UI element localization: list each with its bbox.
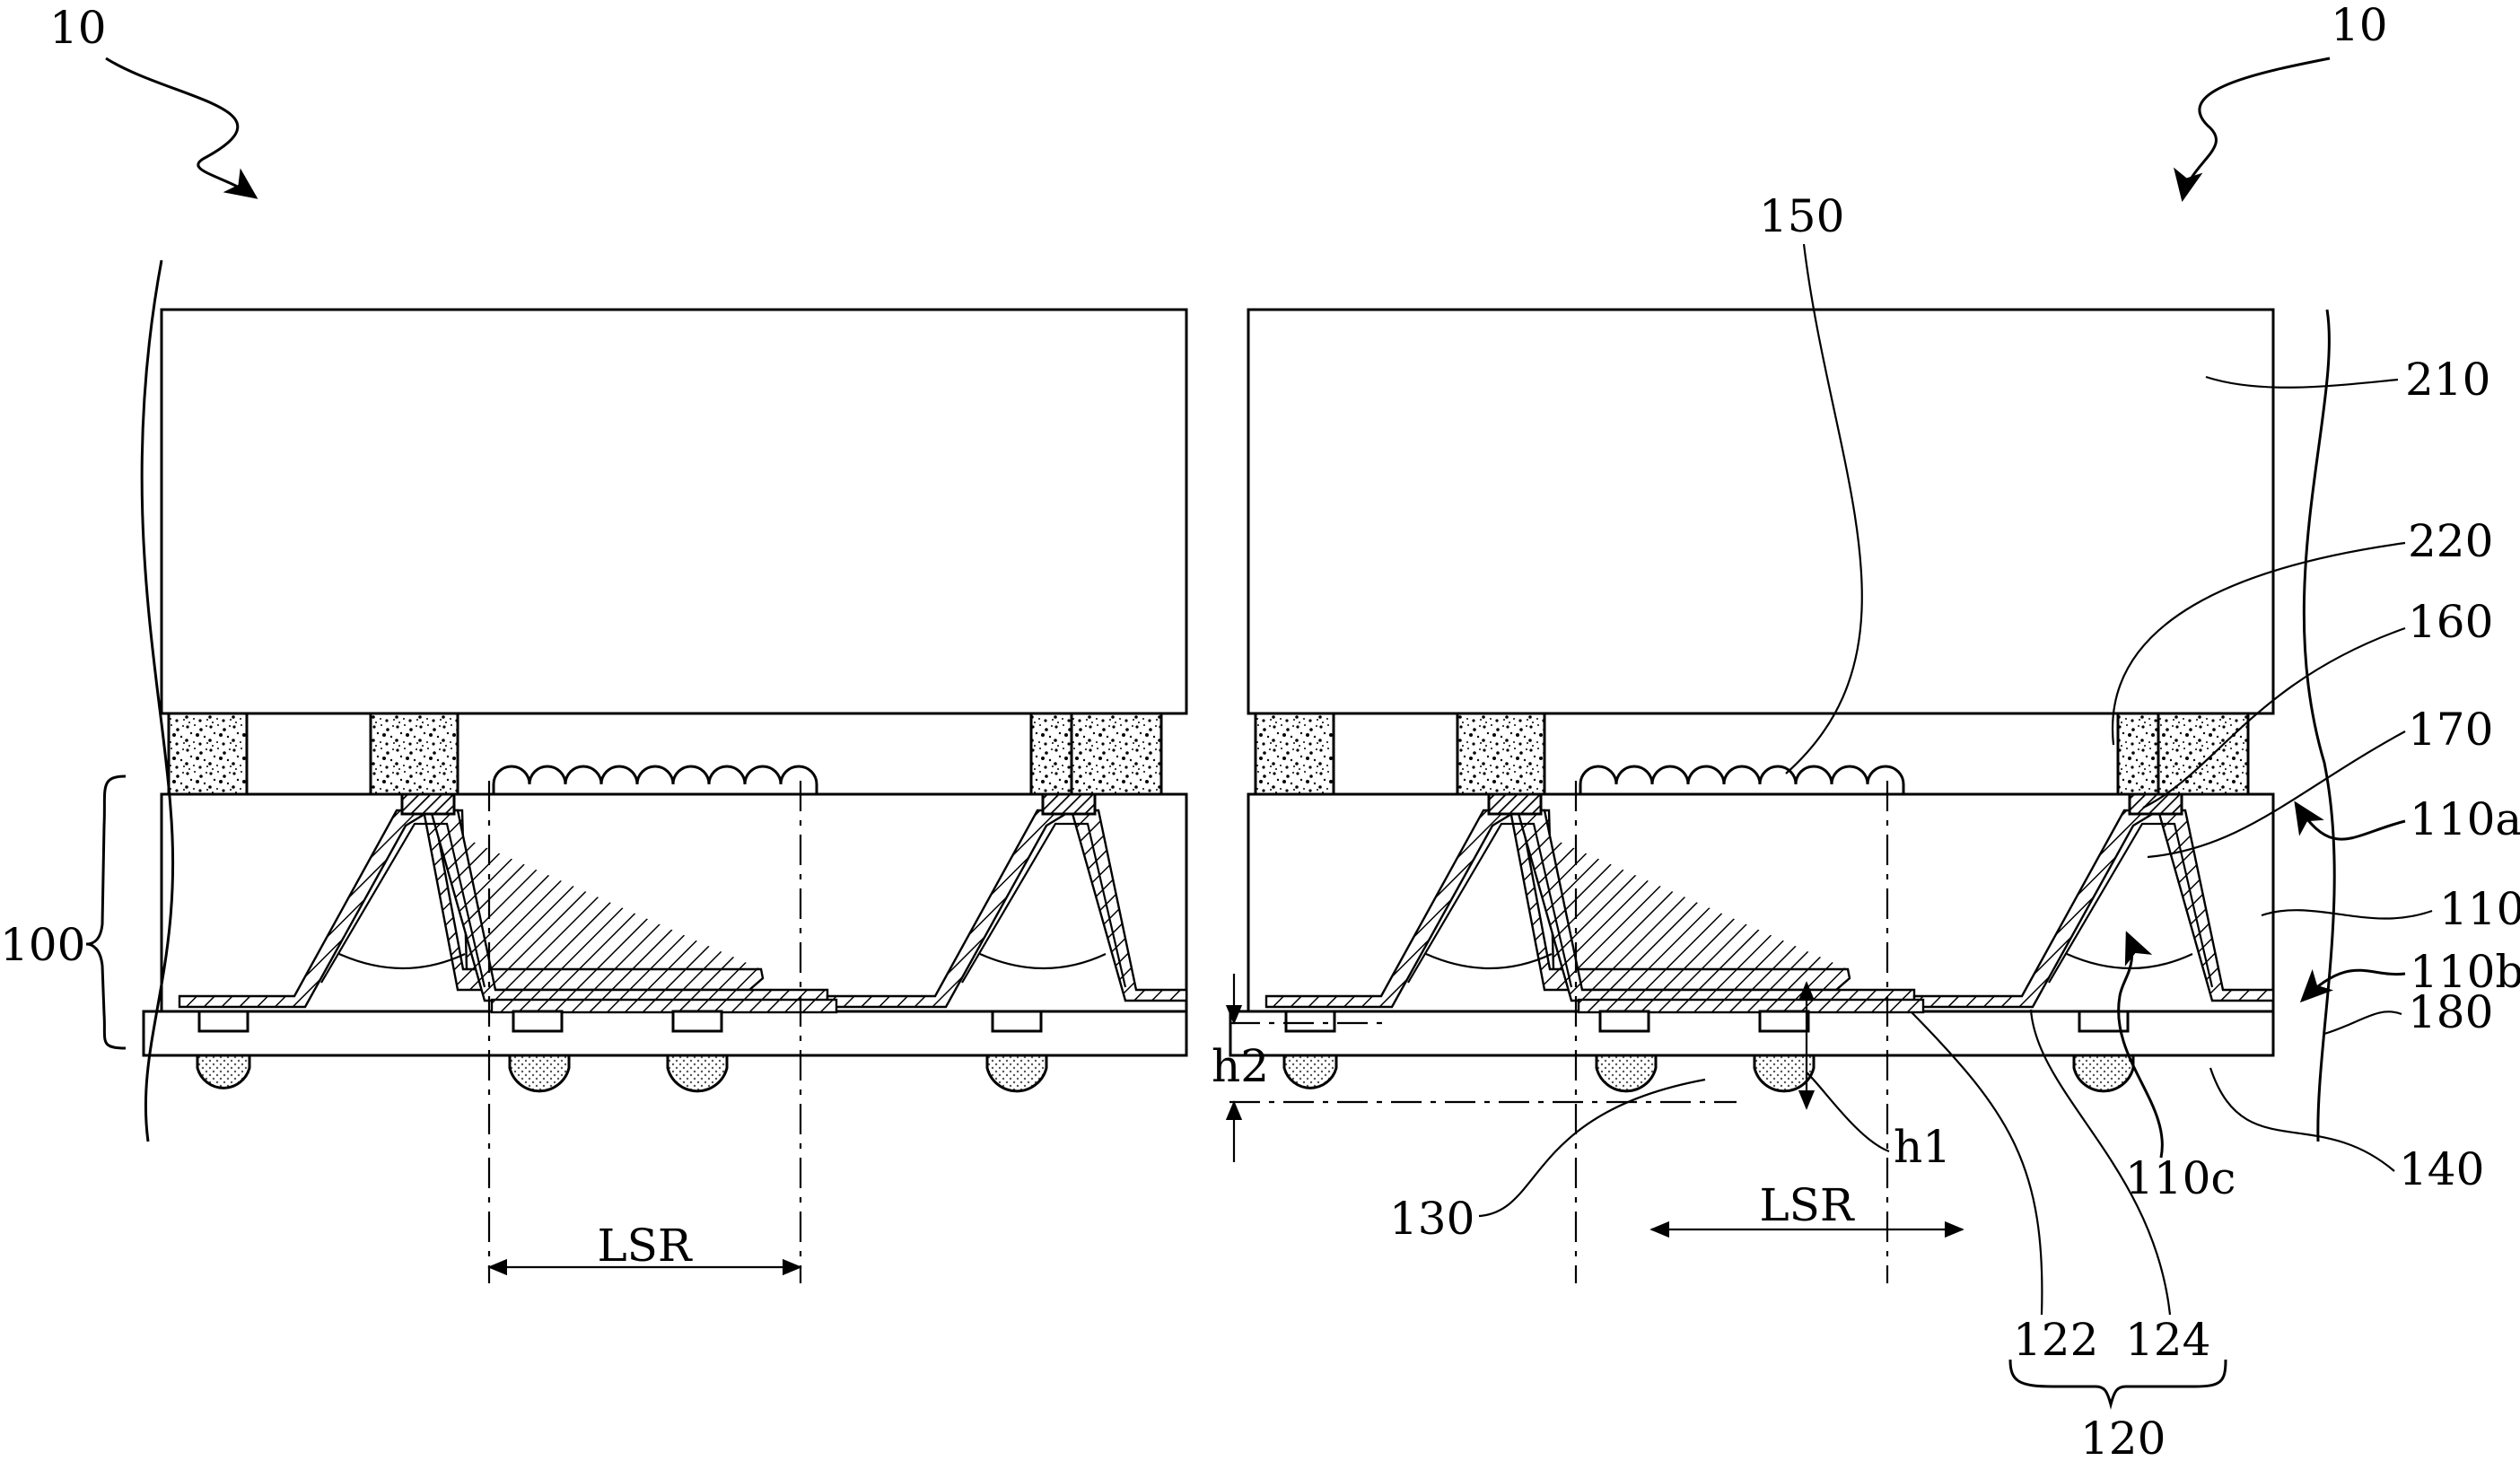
ref-124: 124 bbox=[2125, 1314, 2210, 1366]
ref-124-leader bbox=[2029, 1009, 2172, 1316]
left-ref-10: 10 bbox=[49, 2, 107, 54]
ref-122-leader bbox=[1911, 1011, 2043, 1316]
h1-leader bbox=[1806, 1072, 1890, 1153]
right-break-line bbox=[2302, 309, 2336, 1142]
ref-210: 210 bbox=[2405, 354, 2490, 406]
ref-110: 110 bbox=[2439, 883, 2520, 935]
ref-110a-arrow bbox=[2294, 800, 2406, 841]
ref-110c: 110c bbox=[2125, 1152, 2236, 1204]
ref-220: 220 bbox=[2408, 515, 2493, 567]
left-lsr-label: LSR bbox=[597, 1220, 692, 1272]
right-lsr-label: LSR bbox=[1759, 1179, 1854, 1231]
ref-130: 130 bbox=[1389, 1193, 1474, 1245]
ref-120: 120 bbox=[2080, 1413, 2166, 1461]
ref-110b-arrow bbox=[2299, 968, 2406, 1003]
left-package-section: LSR 10 100 bbox=[0, 2, 1188, 1285]
ref-220-leader bbox=[2111, 541, 2406, 746]
ref-140: 140 bbox=[2399, 1143, 2484, 1195]
ref-122: 122 bbox=[2013, 1314, 2098, 1366]
ref-180-leader bbox=[2323, 1010, 2402, 1036]
ref-120-brace bbox=[2008, 1359, 2227, 1410]
right-ref-10-arrow bbox=[2174, 57, 2331, 202]
ref-170: 170 bbox=[2408, 704, 2493, 756]
ref-210-leader bbox=[2205, 375, 2399, 389]
ref-160-leader bbox=[2142, 626, 2406, 809]
ref-150-leader bbox=[1785, 243, 1863, 774]
ref-170-leader bbox=[2147, 730, 2406, 859]
right-package-section: LSR h1 h2 10 150 210 220 160 170 110a 11… bbox=[1212, 0, 2520, 1461]
left-ref-10-arrow bbox=[105, 57, 258, 199]
ref-140-leader bbox=[2209, 1067, 2395, 1172]
ref-110c-arrow bbox=[2117, 931, 2164, 1159]
h1-label: h1 bbox=[1894, 1121, 1951, 1173]
right-ref-10: 10 bbox=[2331, 0, 2388, 51]
ref-110b: 110b bbox=[2410, 946, 2520, 998]
ref-160: 160 bbox=[2408, 596, 2493, 648]
left-break-line bbox=[140, 259, 175, 1142]
ref-110a: 110a bbox=[2410, 793, 2520, 845]
ref-100: 100 bbox=[0, 919, 85, 971]
ref-100-brace bbox=[85, 774, 127, 1050]
ref-150: 150 bbox=[1759, 190, 1844, 242]
h2-label: h2 bbox=[1212, 1040, 1269, 1092]
ref-130-leader bbox=[1478, 1078, 1706, 1218]
ref-110-leader bbox=[2261, 909, 2433, 920]
ref-180: 180 bbox=[2408, 986, 2493, 1038]
